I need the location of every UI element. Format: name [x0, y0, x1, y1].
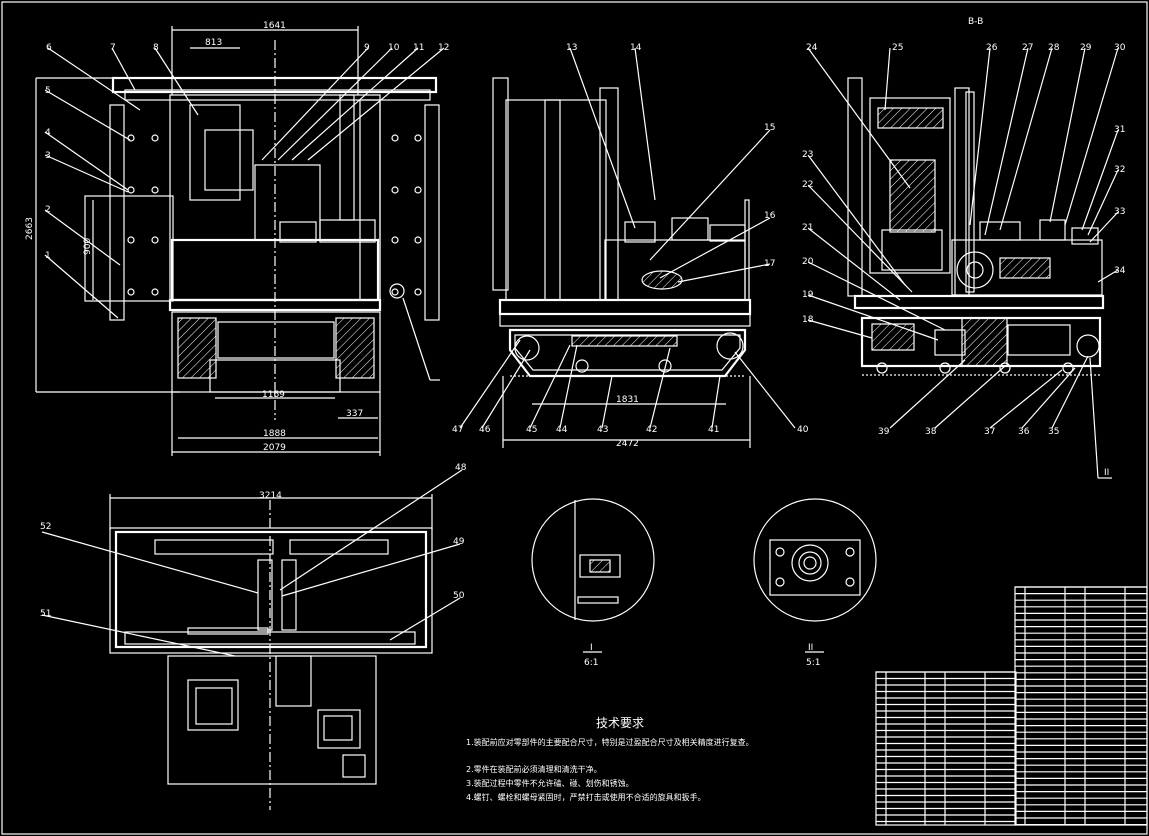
callout-20: 20 [802, 257, 814, 267]
dim-3214: 3214 [259, 491, 282, 501]
callout-46: 46 [479, 425, 491, 435]
callout-34: 34 [1114, 266, 1126, 276]
callout-48: 48 [455, 463, 467, 473]
callout-10: 10 [388, 43, 400, 53]
detail-ii-label: II [808, 643, 813, 653]
callout-50: 50 [453, 591, 465, 601]
tech-note-2: 2.零件在装配前必须清理和清洗干净。 [466, 764, 602, 774]
callout-27: 27 [1022, 43, 1033, 53]
section-view-b [847, 77, 1112, 479]
callout-18: 18 [802, 315, 814, 325]
callout-43: 43 [597, 425, 608, 435]
leader-lines [41, 47, 1119, 657]
dim-1169: 1169 [262, 390, 285, 400]
front-view [35, 26, 440, 456]
side-view [492, 77, 752, 448]
callout-16: 16 [764, 211, 776, 221]
dim-2472: 2472 [616, 439, 639, 449]
tech-note-4: 4.螺钉、螺栓和螺母紧固时，严禁打击或使用不合适的旋具和扳手。 [466, 792, 706, 802]
callout-33: 33 [1114, 207, 1125, 217]
callout-26: 26 [986, 43, 998, 53]
callout-47: 47 [452, 425, 463, 435]
callout-21: 21 [802, 223, 813, 233]
tech-note-1: 1.装配前应对零部件的主要配合尺寸，特别是过盈配合尺寸及相关精度进行复查。 [466, 737, 754, 747]
callout-19: 19 [802, 290, 814, 300]
callout-31: 31 [1114, 125, 1125, 135]
callout-52: 52 [40, 522, 51, 532]
callout-8: 8 [153, 43, 159, 53]
callout-49: 49 [453, 537, 465, 547]
callout-28: 28 [1048, 43, 1060, 53]
callout-13: 13 [566, 43, 577, 53]
callout-36: 36 [1018, 427, 1030, 437]
dim-1888: 1888 [263, 429, 286, 439]
detail-labels: I 6:1 II 5:1 [584, 643, 820, 668]
callout-32: 32 [1114, 165, 1125, 175]
callout-30: 30 [1114, 43, 1126, 53]
callout-39: 39 [878, 427, 890, 437]
callout-14: 14 [630, 43, 642, 53]
detail-view-ii [753, 498, 877, 653]
callout-38: 38 [925, 427, 937, 437]
dim-2079: 2079 [263, 443, 286, 453]
callout-25: 25 [892, 43, 903, 53]
detail-ii-scale: 5:1 [806, 658, 820, 668]
dim-813: 813 [205, 38, 222, 48]
callout-40: 40 [797, 425, 809, 435]
callout-6: 6 [46, 43, 52, 53]
tech-title: 技术要求 [596, 716, 644, 730]
dim-337: 337 [346, 409, 363, 419]
callout-17: 17 [764, 259, 775, 269]
callout-41: 41 [708, 425, 719, 435]
dim-2663: 2663 [25, 217, 35, 240]
callout-9: 9 [364, 43, 370, 53]
top-view [109, 494, 433, 810]
callout-24: 24 [806, 43, 818, 53]
callout-23: 23 [802, 150, 813, 160]
callout-29: 29 [1080, 43, 1092, 53]
callout-15: 15 [764, 123, 775, 133]
callout-2: 2 [45, 205, 51, 215]
detail-view-i [531, 498, 655, 653]
callout-7: 7 [110, 43, 116, 53]
callout-37: 37 [984, 427, 995, 437]
callout-44: 44 [556, 425, 568, 435]
callout-51: 51 [40, 609, 51, 619]
callout-11: 11 [413, 43, 424, 53]
dim-1831: 1831 [616, 395, 639, 405]
callout-12: 12 [438, 43, 449, 53]
dim-1641: 1641 [263, 21, 286, 31]
callout-22: 22 [802, 180, 813, 190]
technical-requirements: 技术要求 1.装配前应对零部件的主要配合尺寸，特别是过盈配合尺寸及相关精度进行复… [466, 716, 754, 802]
callout-35: 35 [1048, 427, 1059, 437]
callout-1: 1 [45, 251, 51, 261]
callout-3: 3 [45, 151, 51, 161]
callout-42: 42 [646, 425, 657, 435]
detail-i-scale: 6:1 [584, 658, 598, 668]
callout-45: 45 [526, 425, 537, 435]
dimension-labels: 1641 813 2663 900 1169 337 1888 2079 183… [25, 17, 1109, 501]
tech-note-3: 3.装配过程中零件不允许磕、碰、划伤和锈蚀。 [466, 778, 634, 788]
callout-5: 5 [45, 86, 51, 96]
dim-900: 900 [83, 238, 93, 255]
section-marker-ii: II [1104, 468, 1109, 478]
detail-i-label: I [590, 643, 593, 653]
parts-table [875, 586, 1148, 826]
section-label-b: B-B [968, 17, 983, 27]
callout-4: 4 [45, 128, 51, 138]
